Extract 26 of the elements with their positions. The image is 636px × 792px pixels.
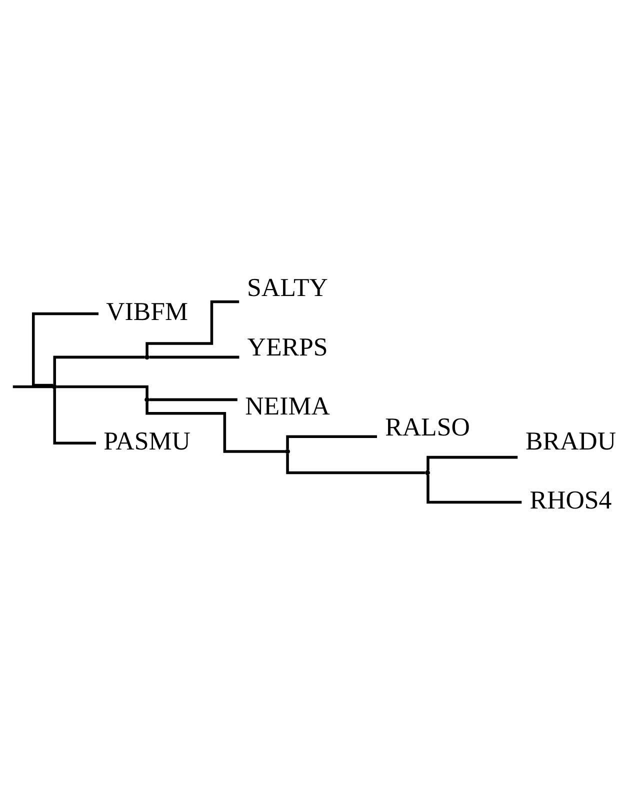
connector	[286, 435, 377, 450]
connector	[426, 456, 518, 471]
connector	[12, 385, 52, 388]
node-text: NEIMA	[245, 391, 330, 420]
node-text: SALTY	[247, 273, 328, 302]
node-point	[144, 354, 150, 360]
connector	[56, 385, 148, 398]
node-text: RALSO	[385, 412, 470, 442]
connector	[149, 356, 240, 359]
connector	[53, 356, 145, 384]
node-text: YERPS	[247, 332, 328, 362]
connector	[426, 475, 522, 504]
node-point	[425, 470, 430, 476]
node-text: PASMU	[104, 426, 190, 456]
connector	[286, 454, 426, 474]
node-text: RHOS4	[530, 486, 612, 515]
connector	[149, 398, 238, 402]
connector	[146, 300, 240, 356]
node-point	[52, 384, 57, 390]
node-point	[285, 449, 290, 454]
connector	[146, 402, 286, 453]
node-point	[144, 397, 150, 402]
node-text: VIBFM	[106, 297, 188, 326]
connector	[32, 312, 98, 387]
node-text: BRADU	[526, 426, 616, 456]
connector	[53, 388, 96, 445]
